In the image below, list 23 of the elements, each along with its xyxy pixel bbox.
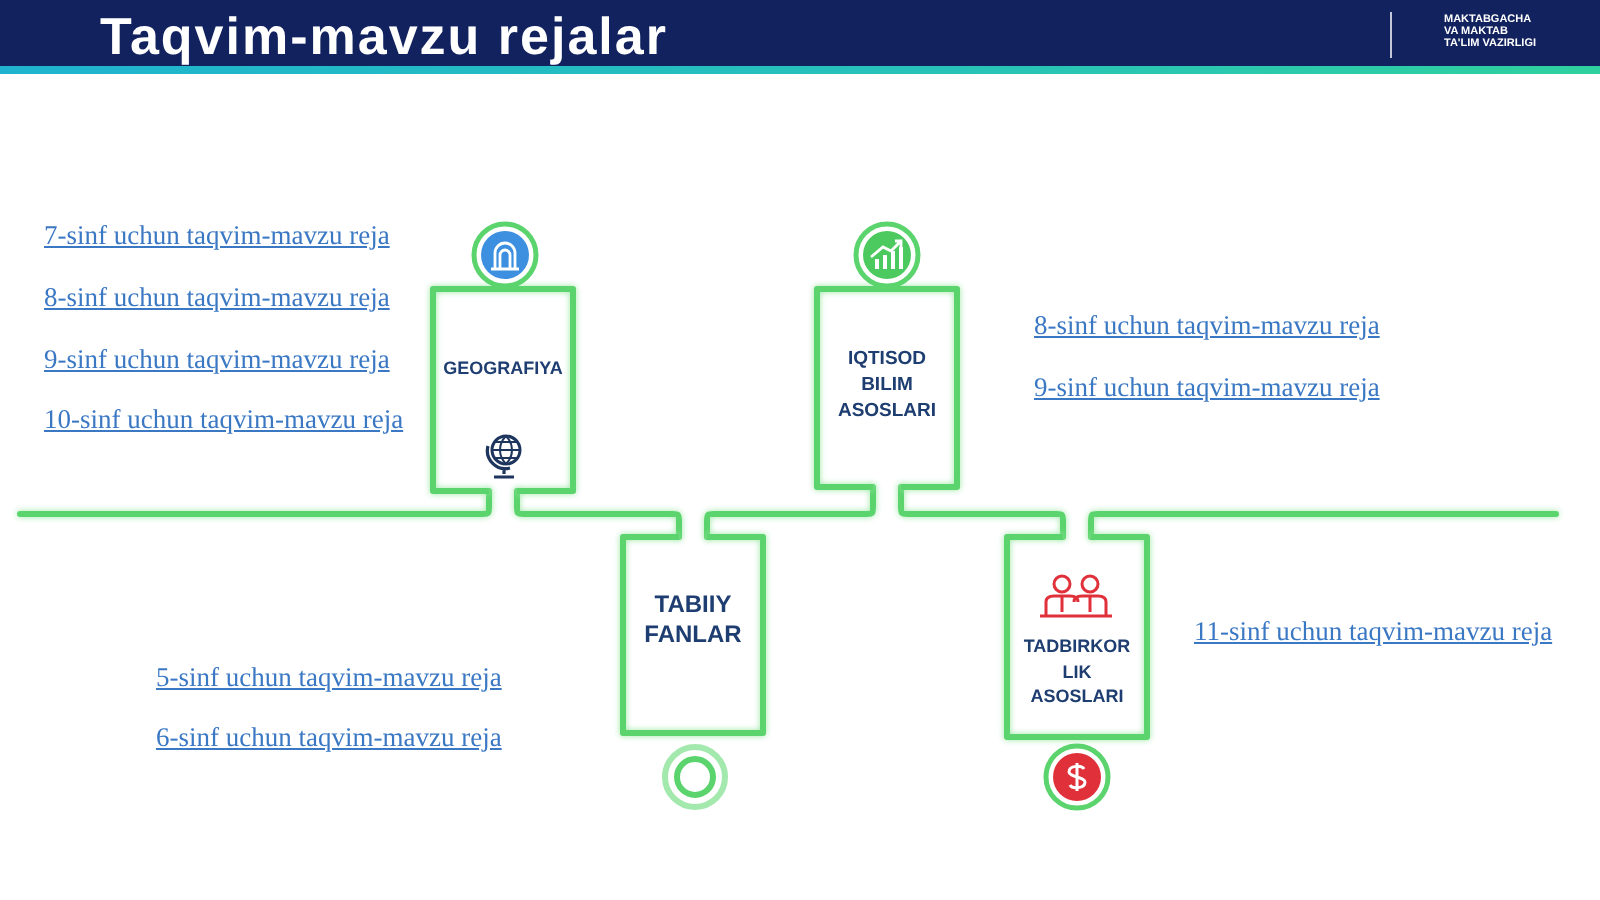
topic-title: IQTISOD BILIM ASOSLARI	[835, 346, 939, 424]
topic-box	[430, 286, 576, 494]
plan-link: 8-sinf uchun taqvim-mavzu reja	[44, 282, 390, 314]
plan-link: 9-sinf uchun taqvim-mavzu reja	[44, 344, 390, 376]
connector-line	[704, 484, 876, 540]
topic-box	[620, 534, 766, 736]
topic-title: TABIIY FANLAR	[642, 590, 744, 650]
plan-link: 7-sinf uchun taqvim-mavzu reja	[44, 220, 390, 252]
topic-title: TADBIRKOR LIK ASOSLARI	[1021, 634, 1133, 709]
topic-box	[1004, 534, 1150, 740]
page-title: Taqvim-mavzu rejalar	[100, 6, 668, 66]
connector-line	[1088, 511, 1559, 540]
topic-title: GEOGRAFIYA	[441, 358, 565, 380]
connector-line	[17, 488, 492, 517]
plan-link: 8-sinf uchun taqvim-mavzu reja	[1034, 310, 1380, 342]
plan-link: 6-sinf uchun taqvim-mavzu reja	[156, 722, 502, 754]
connector-line	[898, 484, 1066, 540]
plan-link: 11-sinf uchun taqvim-mavzu reja	[1194, 616, 1553, 648]
topic-box	[814, 286, 960, 490]
connector-line	[514, 488, 682, 540]
plan-link: 10-sinf uchun taqvim-mavzu reja	[44, 404, 404, 436]
plan-link: 5-sinf uchun taqvim-mavzu reja	[156, 662, 502, 694]
plan-link: 9-sinf uchun taqvim-mavzu reja	[1034, 372, 1380, 404]
